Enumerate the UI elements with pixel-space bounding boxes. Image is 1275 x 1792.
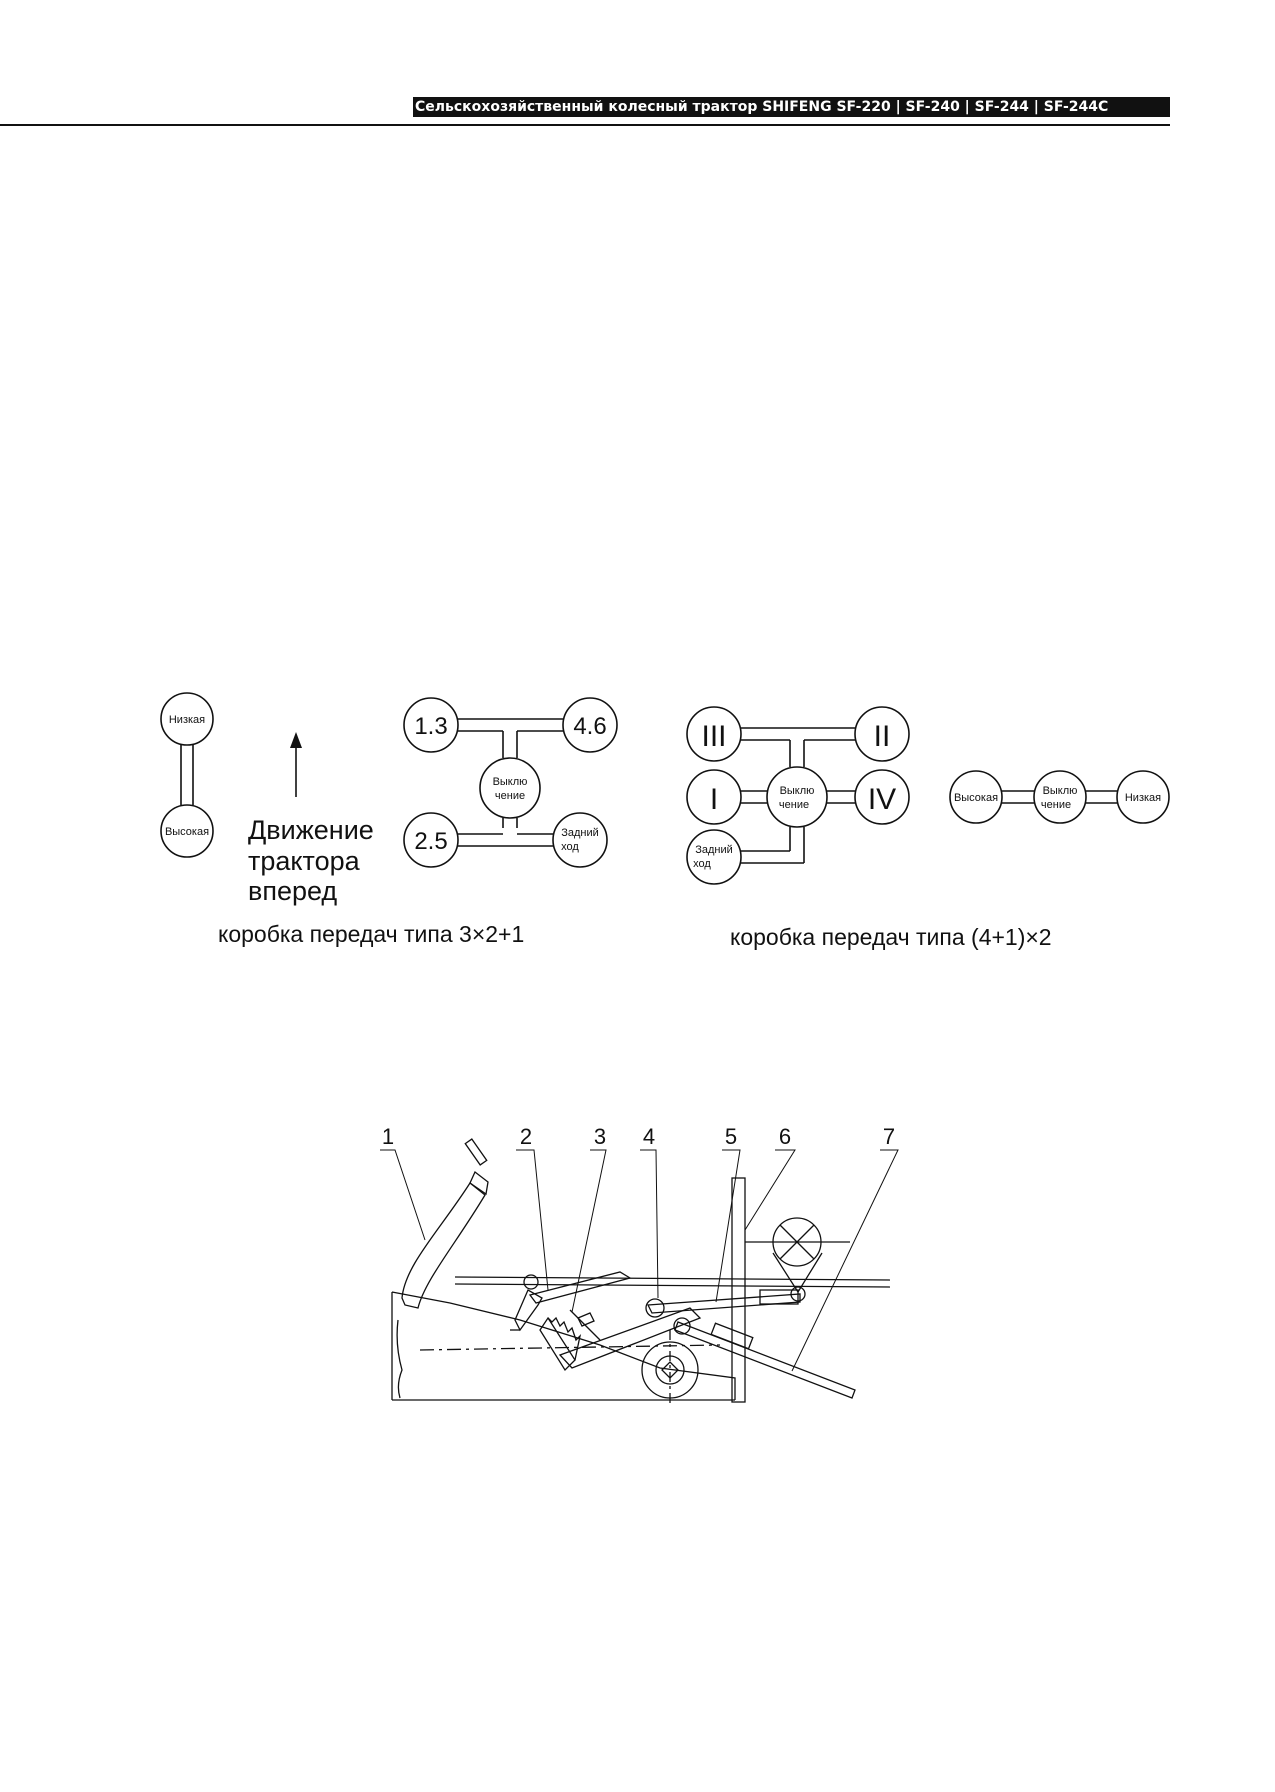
range-shift-3x2	[160, 692, 214, 858]
range-shift-4-1	[949, 770, 1170, 824]
range-high-label-3x2: Высокая	[165, 826, 209, 838]
neutral-label-4-1-line2: чение	[779, 799, 809, 811]
range-low-label-4-1: Низкая	[1125, 792, 1161, 804]
callout-numbers: 1 2 3 4 5 6 7	[382, 1124, 895, 1149]
neutral-label-3x2-line2: чение	[495, 790, 525, 802]
direction-label-line3: вперед	[248, 876, 337, 906]
callout-1: 1	[382, 1124, 394, 1149]
gearbox-3x2-1-diagram	[160, 692, 618, 868]
direction-label-line2: трактора	[248, 846, 361, 876]
header-rule	[0, 124, 1170, 126]
callout-5: 5	[725, 1124, 737, 1149]
shift-gate-4-1	[686, 706, 910, 885]
gearbox-4-1-x2-diagram	[686, 706, 1170, 885]
header-title: Сельскохозяйственный колесный трактор SH…	[413, 97, 1170, 117]
range-low-label-3x2: Низкая	[169, 714, 205, 726]
range-high-label-4-1: Высокая	[954, 792, 998, 804]
shift-gate-3x2	[403, 697, 618, 868]
gear-25-label: 2.5	[414, 828, 447, 855]
reverse-label-3x2-line2: ход	[561, 841, 579, 853]
neutral-label-3x2-line1: Выклю	[493, 776, 528, 788]
gear-i-label: I	[710, 783, 718, 816]
callout-2: 2	[520, 1124, 532, 1149]
range-neutral-label-4-1-line2: чение	[1041, 799, 1071, 811]
callout-3: 3	[594, 1124, 606, 1149]
pedal-mechanism-drawing	[391, 1138, 891, 1405]
gear-13-label: 1.3	[414, 713, 447, 740]
callout-4: 4	[643, 1124, 655, 1149]
neutral-label-4-1-line1: Выклю	[780, 785, 815, 797]
callout-7: 7	[883, 1124, 895, 1149]
callout-6: 6	[779, 1124, 791, 1149]
gear-iii-label: III	[701, 720, 726, 753]
gear-iv-label: IV	[868, 783, 896, 816]
direction-label-line1: Движение	[248, 815, 374, 845]
callout-leaders	[380, 1149, 899, 1372]
range-neutral-label-4-1-line1: Выклю	[1043, 785, 1078, 797]
caption-4-1-x2: коробка передач типа (4+1)×2	[730, 924, 1052, 950]
gear-ii-label: II	[874, 720, 891, 753]
gear-46-label: 4.6	[573, 713, 606, 740]
reverse-label-3x2-line1: Задний	[561, 827, 599, 839]
forward-arrow	[290, 732, 302, 797]
caption-3x2-1: коробка передач типа 3×2+1	[218, 921, 524, 947]
reverse-label-4-1-line1: Задний	[695, 844, 733, 856]
reverse-label-4-1-line2: ход	[693, 858, 711, 870]
roman-gear-labels: III II I IV	[701, 720, 896, 816]
